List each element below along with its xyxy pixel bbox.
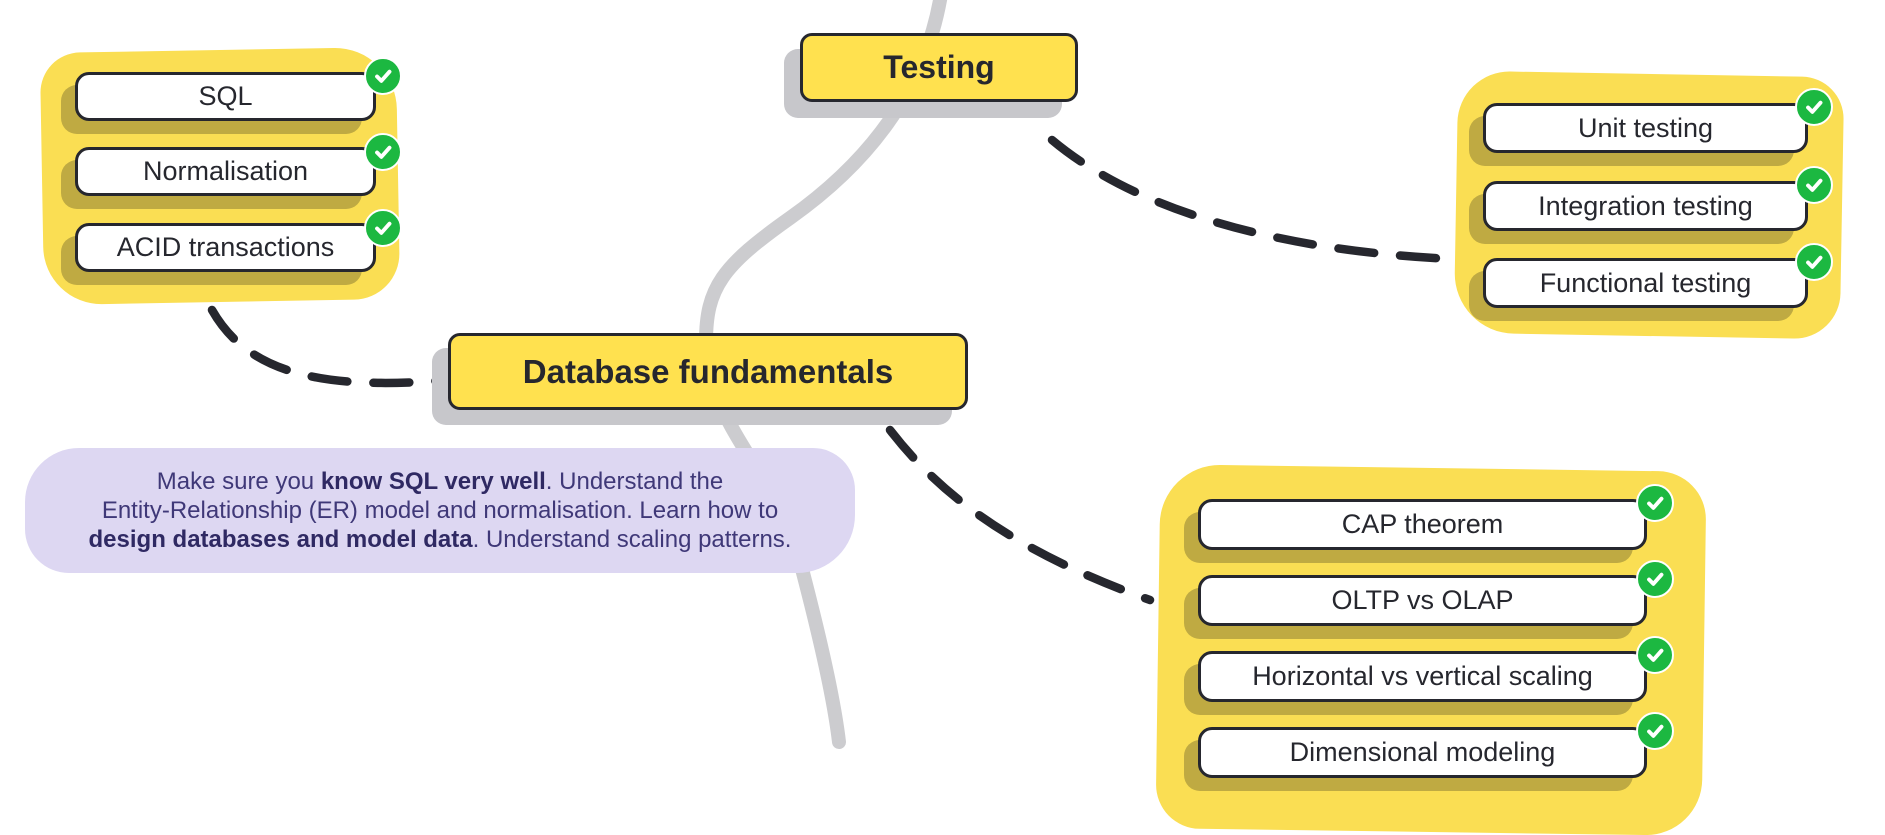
edge-testing-to-right-cluster xyxy=(1047,135,1457,264)
topic-normalisation[interactable]: Normalisation xyxy=(75,147,376,196)
check-icon[interactable] xyxy=(364,133,402,171)
note-line: Make sure you know SQL very well. Unders… xyxy=(156,468,724,495)
node-database-fundamentals[interactable]: Database fundamentals xyxy=(448,333,968,410)
topic-horizontal-vs-vertical-scaling[interactable]: Horizontal vs vertical scaling xyxy=(1198,651,1647,702)
topic-cap-theorem[interactable]: CAP theorem xyxy=(1198,499,1647,550)
topic-label: CAP theorem xyxy=(1341,509,1504,539)
edge-database-to-bottom-cluster xyxy=(885,425,1155,605)
topic-label: Normalisation xyxy=(142,156,309,186)
check-icon[interactable] xyxy=(1636,560,1674,598)
topic-label: Dimensional modeling xyxy=(1289,737,1556,767)
check-icon[interactable] xyxy=(1636,636,1674,674)
check-icon[interactable] xyxy=(1795,243,1833,281)
edge-left-cluster-to-database xyxy=(207,305,441,388)
topic-label: ACID transactions xyxy=(116,232,335,262)
topic-label: Horizontal vs vertical scaling xyxy=(1252,661,1593,691)
check-icon[interactable] xyxy=(1795,88,1833,126)
check-icon[interactable] xyxy=(364,57,402,95)
topic-label: SQL xyxy=(198,81,253,111)
topic-sql[interactable]: SQL xyxy=(75,72,376,121)
node-testing[interactable]: Testing xyxy=(800,33,1078,102)
check-icon[interactable] xyxy=(1636,484,1674,522)
topic-dimensional-modeling[interactable]: Dimensional modeling xyxy=(1198,727,1647,778)
note-line: Entity-Relationship (ER) model and norma… xyxy=(101,497,779,524)
topic-integration-testing[interactable]: Integration testing xyxy=(1483,181,1808,231)
note-bubble: Make sure you know SQL very well. Unders… xyxy=(25,448,855,573)
check-icon[interactable] xyxy=(364,209,402,247)
topic-label: Unit testing xyxy=(1577,112,1714,143)
check-icon[interactable] xyxy=(1636,712,1674,750)
topic-functional-testing[interactable]: Functional testing xyxy=(1483,258,1808,308)
topic-label: OLTP vs OLAP xyxy=(1331,585,1514,615)
node-label: Database fundamentals xyxy=(522,352,894,390)
topic-unit-testing[interactable]: Unit testing xyxy=(1483,103,1808,153)
note-line: design databases and model data. Underst… xyxy=(88,526,792,553)
topic-acid-transactions[interactable]: ACID transactions xyxy=(75,223,376,272)
topic-oltp-vs-olap[interactable]: OLTP vs OLAP xyxy=(1198,575,1647,626)
check-icon[interactable] xyxy=(1795,166,1833,204)
node-label: Testing xyxy=(883,49,995,85)
topic-label: Integration testing xyxy=(1538,190,1753,221)
topic-label: Functional testing xyxy=(1539,267,1752,298)
